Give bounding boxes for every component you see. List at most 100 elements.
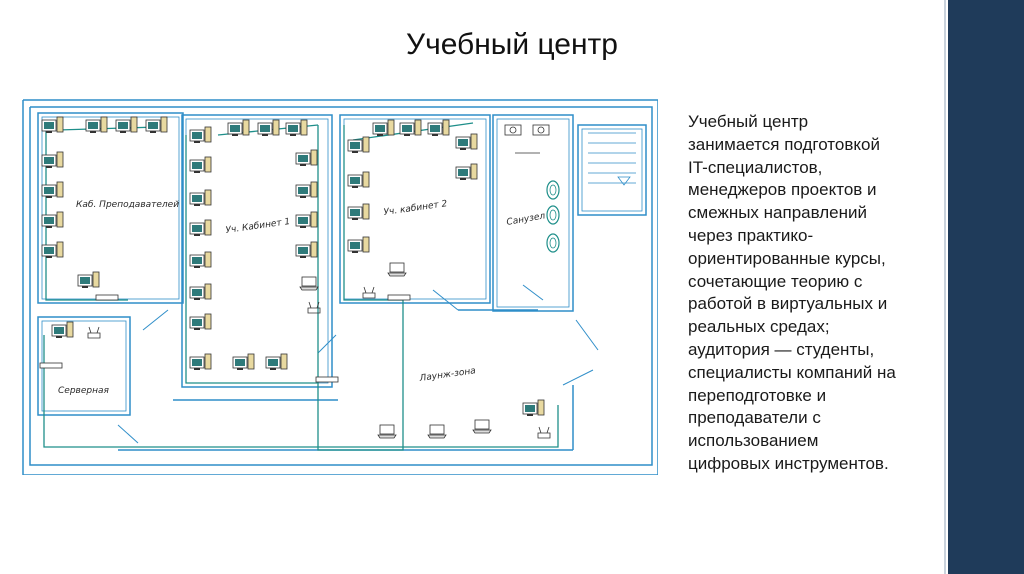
monitor-screen <box>44 187 54 194</box>
monitor-stand <box>290 134 296 136</box>
monitor-screen <box>350 177 360 184</box>
monitor-screen <box>430 125 440 132</box>
side-divider-line <box>944 0 946 574</box>
workstation <box>399 119 422 136</box>
monitor-screen <box>458 139 468 146</box>
teachers-room-wall <box>37 112 184 304</box>
workstation <box>295 211 318 228</box>
pc-tower <box>204 156 212 173</box>
laptop-screen <box>379 424 395 435</box>
pc-tower <box>204 251 212 268</box>
workstation <box>51 321 74 338</box>
pc-tower <box>56 116 64 133</box>
monitor-screen <box>525 405 535 412</box>
monitor-screen <box>375 125 385 132</box>
wc-wall <box>492 114 574 312</box>
monitor-screen <box>350 242 360 249</box>
monitor-stand <box>432 134 438 136</box>
sink-bowl <box>509 126 517 134</box>
monitor-screen <box>44 247 54 254</box>
monitor-stand <box>46 256 52 258</box>
network-cable <box>57 126 159 131</box>
workstation <box>295 149 318 166</box>
laptop <box>299 276 319 291</box>
workstation <box>347 171 370 188</box>
label-teachers-room: Каб. Преподавателей <box>76 200 179 210</box>
monitor-screen <box>288 125 298 132</box>
monitor-screen <box>118 122 128 129</box>
monitor-stand <box>194 368 200 370</box>
toilet-seat <box>549 209 557 221</box>
monitor-screen <box>192 257 202 264</box>
pc-tower <box>300 119 308 136</box>
monitor-screen <box>298 155 308 162</box>
description-line: работой в виртуальных и <box>688 294 888 314</box>
monitor-stand <box>194 204 200 206</box>
pc-tower <box>66 321 74 338</box>
workstation <box>77 271 100 288</box>
stair-wall <box>577 124 647 216</box>
workstation <box>227 119 250 136</box>
monitor-stand <box>46 196 52 198</box>
description-line: занимается подготовкой <box>688 134 880 154</box>
workstation <box>189 353 212 370</box>
stair-wall-inner <box>581 128 643 212</box>
workstation <box>427 119 450 136</box>
laptop-screen <box>474 419 490 430</box>
monitor-screen <box>235 359 245 366</box>
network-cable <box>317 300 404 451</box>
pc-tower <box>204 353 212 370</box>
monitor-screen <box>298 247 308 254</box>
pc-tower <box>56 181 64 198</box>
pc-tower <box>470 163 478 180</box>
pc-tower <box>130 116 138 133</box>
description-line: цифровых инструментов. <box>688 453 889 473</box>
workstation <box>189 126 212 143</box>
monitor-stand <box>460 148 466 150</box>
workstation <box>41 181 64 198</box>
laptop-screen <box>429 424 445 435</box>
monitor-stand <box>194 298 200 300</box>
door <box>562 369 594 386</box>
monitor-stand <box>194 171 200 173</box>
pc-tower <box>362 236 370 253</box>
monitor-stand <box>352 186 358 188</box>
stair-arrow <box>617 176 631 186</box>
outer-wall <box>22 99 658 475</box>
wifi-router <box>87 326 101 339</box>
workstation <box>295 241 318 258</box>
monitor-screen <box>298 217 308 224</box>
door <box>317 334 337 354</box>
wifi-router <box>362 286 376 299</box>
pc-tower <box>100 116 108 133</box>
monitor-stand <box>352 218 358 220</box>
pc-tower <box>362 136 370 153</box>
laptop <box>427 424 447 439</box>
workstation <box>145 116 168 133</box>
monitor-stand <box>377 134 383 136</box>
label-server-room: Серверная <box>58 386 109 396</box>
monitor-stand <box>46 131 52 133</box>
sink-bowl <box>537 126 545 134</box>
monitor-screen <box>44 122 54 129</box>
monitor-stand <box>56 336 62 338</box>
workstation <box>189 156 212 173</box>
laptop-base <box>377 434 397 439</box>
description-line: аудитория — студенты, <box>688 339 875 359</box>
monitor-stand <box>262 134 268 136</box>
workstation <box>257 119 280 136</box>
door <box>142 309 169 331</box>
description-line: специалисты компаний на <box>688 362 896 382</box>
door <box>522 284 544 301</box>
laptop-base <box>299 286 319 291</box>
description-line: смежных направлений <box>688 203 868 223</box>
pc-tower <box>247 353 255 370</box>
pc-tower <box>310 241 318 258</box>
floor-plan: Каб. Преподавателей Уч. Кабинет 1 Уч. ка… <box>22 99 658 475</box>
network-switch <box>95 294 119 301</box>
door <box>432 289 459 311</box>
description-line: через практико- <box>688 225 814 245</box>
workstation <box>41 116 64 133</box>
label-wc: Санузел <box>506 211 546 228</box>
monitor-screen <box>268 359 278 366</box>
